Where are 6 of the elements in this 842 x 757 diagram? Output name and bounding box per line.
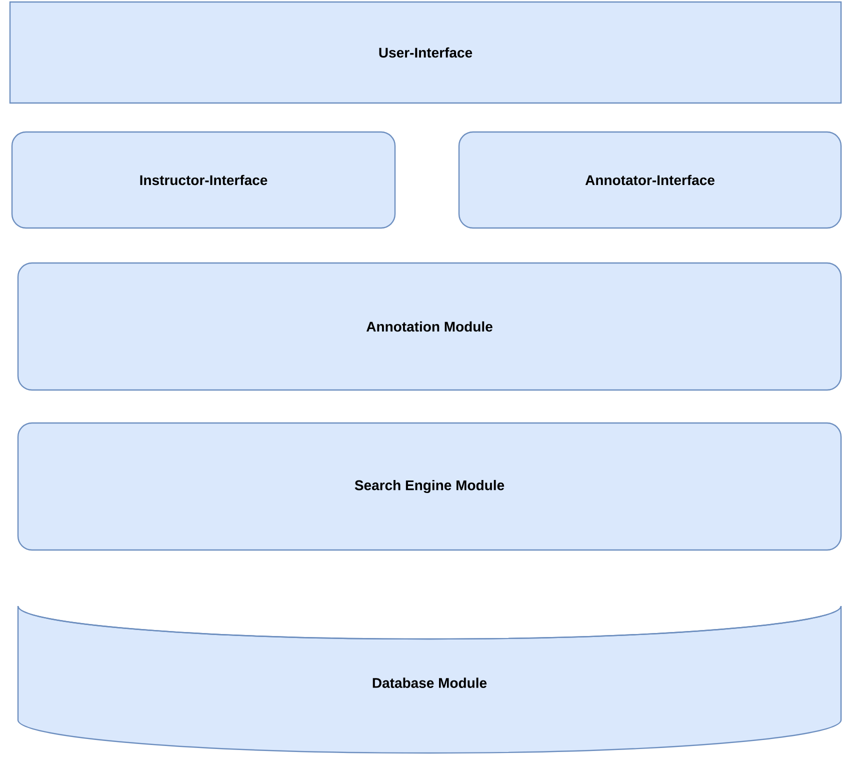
module-box: Annotator-Interface [458,131,842,229]
module-box: Instructor-Interface [11,131,396,229]
module-box: Annotation Module [17,262,842,391]
database-cylinder: Database Module [17,605,842,754]
module-box: Search Engine Module [17,422,842,551]
module-box: User-Interface [9,1,842,104]
